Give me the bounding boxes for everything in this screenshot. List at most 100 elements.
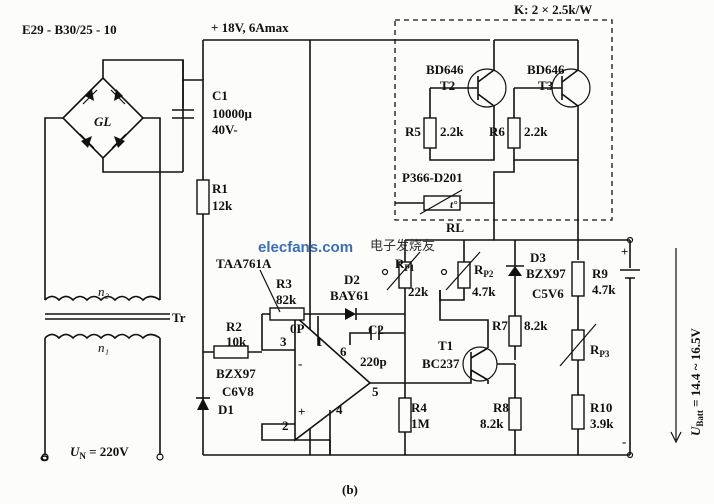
mains-terminal-left: ⴰ	[40, 450, 49, 465]
t1-ref: T1	[438, 338, 453, 353]
d1-zener	[196, 397, 210, 410]
r5-value: 2.2k	[440, 124, 464, 139]
r7-ref: R7	[492, 318, 508, 333]
c2-value: 220p	[360, 354, 387, 369]
t2-transistor	[430, 40, 507, 130]
r2-value: 10k	[226, 334, 247, 349]
r3-value: 82k	[276, 292, 297, 307]
d3-value: C5V6	[532, 286, 564, 301]
ic-pin-3: 3	[280, 334, 287, 349]
ptc-ref: RL	[446, 220, 464, 235]
r7-value: 8.2k	[524, 318, 548, 333]
heatsink-label: K: 2 × 2.5k/W	[514, 2, 592, 17]
op-amp-taa761a	[294, 314, 372, 442]
d2-diode	[345, 308, 357, 320]
rp2-value: 4.7k	[472, 284, 496, 299]
d3-type: BZX97	[526, 266, 566, 281]
r4-ref: R4	[411, 400, 427, 415]
rp1-value: 22k	[408, 284, 429, 299]
r1-resistor	[196, 179, 210, 215]
ic-part: TAA761A	[216, 256, 272, 271]
output-voltage-label: UBatt = 14.4 ~ 16.5V	[688, 327, 705, 436]
r4-value: 1M	[411, 416, 430, 431]
r9-resistor	[571, 261, 585, 297]
r9-ref: R9	[592, 266, 608, 281]
r1-ref: R1	[212, 181, 228, 196]
r3-resistor	[269, 307, 305, 321]
winding-n2: n₂	[98, 284, 110, 299]
watermark-site: elecfans.com	[258, 239, 353, 256]
output-minus-terminal	[626, 451, 634, 459]
r2-ref: R2	[226, 319, 242, 334]
rp2-ref: RP2	[474, 262, 494, 279]
r8-resistor	[508, 397, 522, 431]
ic-plus: +	[298, 404, 305, 419]
r5-ref: R5	[405, 124, 421, 139]
rp1-ref: RP1	[395, 256, 415, 273]
r1-value: 12k	[212, 198, 233, 213]
r6-resistor	[507, 117, 521, 149]
t1-transistor	[405, 290, 515, 384]
rp3-ref: RP3	[590, 342, 610, 359]
t3-transistor	[514, 40, 591, 130]
ic-pin-2: 2	[282, 418, 289, 433]
c2-ref: C2	[368, 322, 384, 337]
t3-ref: T3	[538, 78, 554, 93]
r6-value: 2.2k	[524, 124, 548, 139]
transformer: ⴰ	[40, 295, 170, 465]
r10-resistor	[571, 394, 585, 430]
transformer-label: Tr	[172, 310, 186, 325]
t3-type: BD646	[527, 62, 565, 77]
mains-voltage: UN = 220V	[70, 444, 129, 461]
mains-terminal-left-dot	[41, 453, 49, 461]
ptc-symbol: t°	[450, 199, 458, 211]
d3-ref: D3	[530, 250, 546, 265]
d1-ref: D1	[218, 402, 234, 417]
r9-value: 4.7k	[592, 282, 616, 297]
heatsink-outline	[394, 19, 613, 221]
r6-ref: R6	[489, 124, 505, 139]
d1-value: C6V8	[222, 384, 254, 399]
r10-value: 3.9k	[590, 416, 614, 431]
c1-capacitor	[172, 80, 194, 172]
output-minus: -	[622, 434, 626, 449]
r8-value: 8.2k	[480, 416, 504, 431]
ic-pin-1: 1	[316, 334, 323, 349]
d1-type: BZX97	[216, 366, 256, 381]
rectifier-label: GL	[94, 114, 111, 129]
r3-opt: 0P	[290, 321, 305, 336]
ic-pin-4: 4	[336, 402, 343, 417]
c1-value: 10000μ	[212, 106, 253, 121]
c1-ref: C1	[212, 88, 228, 103]
r5-resistor	[423, 117, 437, 149]
ic-pin-6: 6	[340, 344, 347, 359]
d3-zener	[506, 240, 524, 316]
ic-pin-5: 5	[372, 384, 379, 399]
watermark-cn: 电子发烧友	[370, 238, 435, 254]
ic-minus: -	[298, 356, 302, 371]
t2-ref: T2	[440, 78, 455, 93]
t2-type: BD646	[426, 62, 464, 77]
r7-resistor	[508, 315, 522, 347]
r3-ref: R3	[276, 276, 292, 291]
output-plus: +	[621, 244, 628, 259]
output-plus-terminal	[626, 236, 634, 244]
battery	[620, 240, 640, 455]
winding-n1: n₁	[98, 340, 109, 355]
d2-ref: D2	[344, 272, 360, 287]
r4-resistor	[398, 397, 412, 433]
transformer-spec: E29 - B30/25 - 10	[22, 22, 117, 37]
mains-terminal-right-dot	[156, 453, 164, 461]
t1-type: BC237	[422, 356, 460, 371]
supply-label: + 18V, 6Amax	[211, 20, 289, 35]
r10-ref: R10	[590, 400, 612, 415]
output-voltage-arrow	[670, 248, 682, 444]
ptc-part: P366-D201	[402, 170, 463, 185]
c2-capacitor	[349, 326, 405, 345]
r8-ref: R8	[493, 400, 509, 415]
caption: (b)	[342, 482, 358, 497]
d2-type: BAY61	[330, 288, 369, 303]
c1-rating: 40V-	[212, 122, 238, 137]
